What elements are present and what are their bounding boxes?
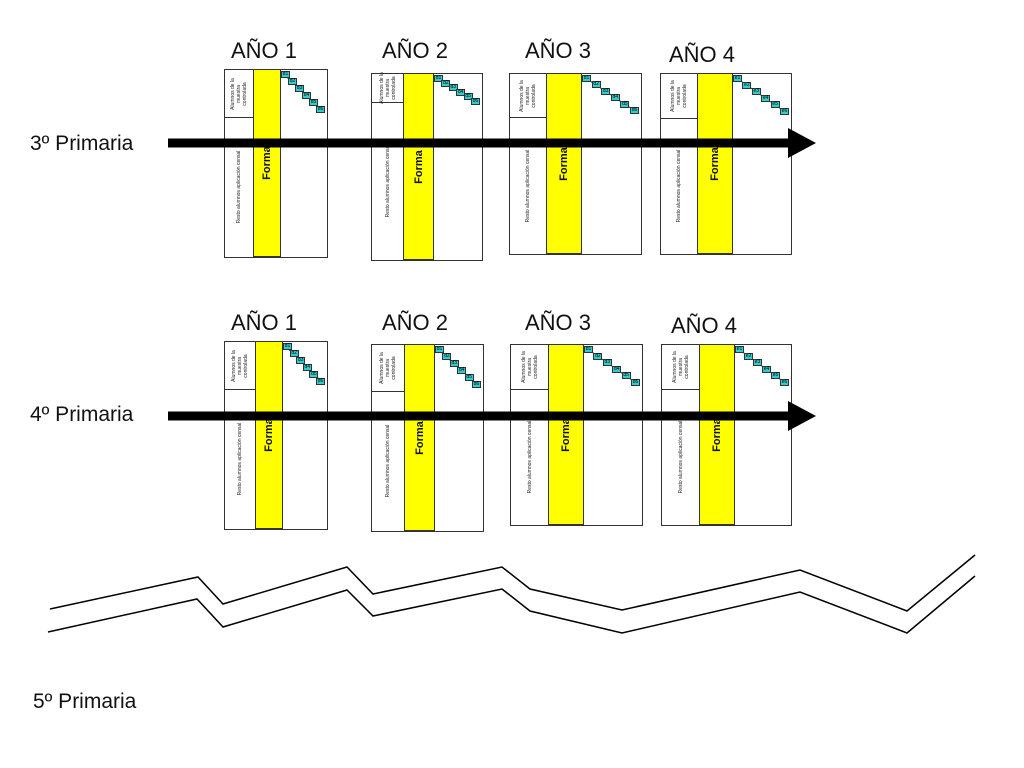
forma-band: Forma [546, 73, 582, 254]
year-label-r1-a3: AÑO 3 [525, 38, 592, 63]
step-box: d6 [316, 378, 325, 385]
step-box: d3 [295, 85, 304, 92]
step-box: d4 [612, 365, 622, 373]
timeline-arrow-4 [168, 401, 816, 431]
card-divider [225, 117, 253, 118]
step-box: e5 [771, 372, 780, 380]
card-divider [662, 389, 699, 390]
forma-band: Forma [697, 73, 733, 254]
grade-label-4: 4º Primaria [30, 403, 134, 426]
step-box: d2 [441, 79, 451, 87]
step-box: e5 [770, 101, 780, 109]
step-box: d2 [591, 81, 601, 89]
card-divider [225, 389, 255, 390]
step-box: d3 [602, 359, 612, 367]
step-box: e2 [744, 352, 753, 360]
card-divider [372, 391, 404, 392]
step-box: d2 [289, 350, 299, 357]
card-divider [510, 117, 546, 118]
forma-band: Forma [403, 73, 434, 260]
zigzag-break [47, 554, 976, 634]
step-box: e6 [780, 379, 789, 386]
forma-band: Forma [699, 344, 735, 525]
step-box: d6 [316, 106, 325, 113]
timeline-arrow-3 [168, 128, 816, 158]
step-box: d6 [631, 379, 640, 386]
forma-band: Forma [255, 341, 283, 529]
step-box: d5 [621, 372, 631, 380]
step-box: d3 [448, 84, 458, 92]
year-label-r1-a4: AÑO 4 [669, 42, 736, 67]
step-box: d1 [584, 346, 593, 353]
forma-band: Forma [404, 344, 435, 531]
step-box: d5 [309, 371, 319, 378]
step-box: d1 [582, 75, 591, 82]
step-box: d4 [302, 364, 312, 371]
step-box: e3 [751, 88, 761, 96]
step-box: d5 [309, 99, 318, 106]
step-box: e3 [753, 359, 762, 367]
year-label-r1-a2: AÑO 2 [382, 38, 449, 63]
step-box: d5 [620, 100, 630, 108]
grade-label-5: 5º Primaria [33, 690, 137, 713]
step-box: d1 [434, 75, 443, 82]
step-box: d6 [471, 98, 480, 105]
step-box: d5 [464, 374, 474, 381]
year-label-r2-a1: AÑO 1 [231, 310, 298, 335]
forma-band: Forma [253, 69, 281, 257]
step-box: d4 [457, 367, 467, 374]
step-box: e6 [780, 108, 789, 115]
year-label-r2-a3: AÑO 3 [525, 310, 592, 335]
step-box: d1 [435, 346, 444, 353]
step-box: d6 [630, 107, 639, 114]
step-box: d3 [449, 360, 459, 367]
step-box: d2 [593, 352, 603, 360]
year-label-r2-a2: AÑO 2 [382, 310, 449, 335]
step-box: d3 [296, 357, 306, 364]
step-box: e4 [761, 94, 771, 102]
forma-band: Forma [548, 344, 584, 525]
step-box: d4 [302, 92, 311, 99]
step-box: e4 [762, 365, 771, 373]
step-box: d3 [601, 87, 611, 95]
card-divider [661, 118, 697, 119]
step-box: d6 [472, 381, 481, 388]
year-label-r1-a1: AÑO 1 [231, 38, 298, 63]
step-box: d1 [281, 71, 290, 78]
step-box: e1 [733, 75, 742, 82]
grade-label-3: 3º Primaria [30, 132, 134, 155]
step-box: e2 [742, 81, 752, 89]
step-box: d2 [442, 353, 452, 360]
step-box: d2 [288, 78, 297, 85]
step-box: d5 [463, 93, 473, 101]
step-box: e1 [735, 346, 744, 353]
step-box: d4 [610, 94, 620, 102]
step-box: d1 [283, 343, 292, 350]
year-label-r2-a4: AÑO 4 [671, 313, 738, 338]
card-divider [511, 389, 548, 390]
card-divider [372, 102, 403, 103]
step-box: d4 [456, 88, 466, 96]
